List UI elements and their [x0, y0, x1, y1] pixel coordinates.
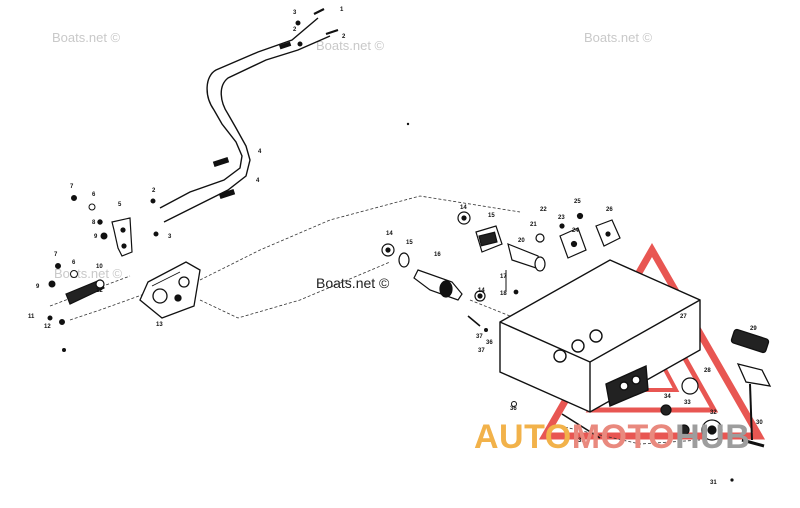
small-hardware-left: [47, 20, 303, 352]
callout-32: 32: [710, 410, 717, 416]
callout-5: 5: [118, 202, 122, 208]
callout-labels: 3 1 2 2 4 4 7 6 5 2 3 8 9 7 6 10 12 9 11…: [28, 7, 763, 486]
callout-3: 3: [293, 10, 297, 16]
callout-33: 33: [684, 400, 691, 406]
callout-37: 37: [478, 348, 485, 354]
callout-24: 24: [572, 228, 579, 234]
callout-17: 17: [500, 274, 507, 280]
callout-15b: 15: [488, 213, 495, 219]
callout-14b: 14: [460, 205, 467, 211]
callout-7b: 7: [54, 252, 58, 258]
callout-8: 8: [92, 220, 96, 226]
callout-10: 10: [96, 264, 103, 270]
callout-36: 36: [486, 340, 493, 346]
callout-13: 13: [156, 322, 163, 328]
callout-35: 35: [578, 438, 585, 444]
callout-4b: 4: [256, 178, 260, 184]
callout-9b: 9: [36, 284, 40, 290]
callout-2: 2: [293, 27, 297, 33]
callout-7: 7: [70, 184, 74, 190]
pin-35: [561, 413, 601, 439]
callout-2c: 2: [152, 188, 156, 194]
callout-29: 29: [750, 326, 757, 332]
control-panel-box: [499, 259, 701, 413]
callout-6b: 6: [72, 260, 76, 266]
callout-3b: 3: [168, 234, 172, 240]
callout-27: 27: [680, 314, 687, 320]
callout-21: 21: [530, 222, 537, 228]
callout-25: 25: [574, 199, 581, 205]
control-housing: [139, 261, 201, 319]
callout-22: 22: [540, 207, 547, 213]
callout-4: 4: [258, 149, 262, 155]
callout-36b: 36: [510, 406, 517, 412]
knobs: [660, 377, 723, 441]
callout-1: 1: [340, 7, 344, 13]
callout-37b: 37: [476, 334, 483, 340]
brand-part-moto: MOTO: [571, 418, 676, 456]
callout-16: 16: [434, 252, 441, 258]
callout-14c: 14: [478, 288, 485, 294]
rotor-parts: [457, 211, 546, 295]
callout-2b: 2: [342, 34, 346, 40]
callout-31: 31: [710, 480, 717, 486]
callout-12: 12: [96, 288, 103, 294]
shift-lever: [65, 279, 105, 305]
watermark-top-center: Boats.net ©: [316, 38, 385, 53]
shaft-assembly: [381, 243, 486, 327]
callout-11: 11: [28, 314, 35, 320]
callout-23: 23: [558, 215, 565, 221]
callout-34: 34: [664, 394, 671, 400]
watermark-left-mid: Boats.net ©: [54, 266, 123, 281]
brand-part-auto: AUTO: [474, 418, 572, 456]
watermark-center: Boats.net ©: [316, 275, 390, 291]
lever-bracket: [111, 217, 133, 257]
callout-14: 14: [386, 231, 393, 237]
callout-18: 18: [500, 291, 507, 297]
callout-28: 28: [704, 368, 711, 374]
callout-20: 20: [518, 238, 525, 244]
brand-wordmark: AUTOMOTOHUB: [474, 420, 750, 454]
callout-26: 26: [606, 207, 613, 213]
callout-9: 9: [94, 234, 98, 240]
watermark-top-right: Boats.net ©: [584, 30, 653, 45]
callout-15: 15: [406, 240, 413, 246]
foot-pedal: [730, 328, 772, 448]
control-cables: [159, 8, 339, 223]
brand-part-hub: HUB: [675, 418, 751, 456]
switch-parts: [535, 212, 621, 259]
callout-30: 30: [756, 420, 763, 426]
watermark-top-left: Boats.net ©: [52, 30, 121, 45]
callout-6: 6: [92, 192, 96, 198]
callout-12b: 12: [44, 324, 51, 330]
